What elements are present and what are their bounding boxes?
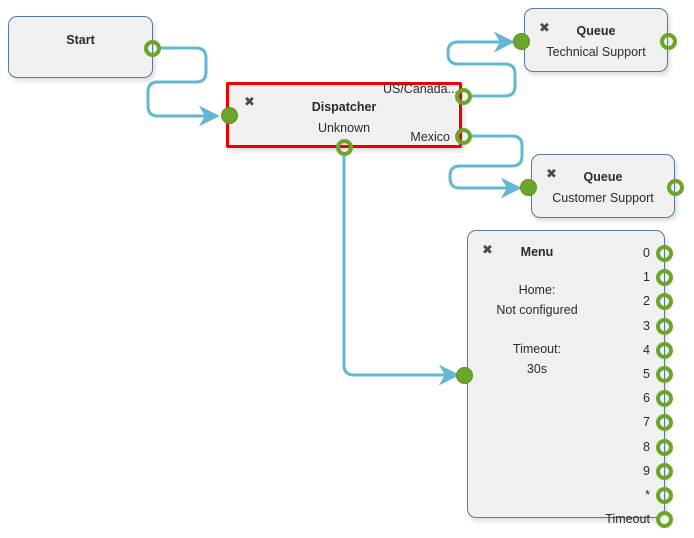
menu-output-port-0[interactable]	[656, 245, 673, 262]
queue-technical-output-port[interactable]	[660, 33, 677, 50]
menu-port-label-8: 8	[643, 439, 650, 454]
node-menu[interactable]: ✖ Menu Home: Not configured Timeout: 30s	[467, 230, 665, 518]
dispatcher-output-port-uscanada[interactable]	[455, 88, 472, 105]
dispatcher-output-port-bottom[interactable]	[336, 139, 353, 156]
menu-port-label-star: *	[645, 488, 650, 502]
menu-output-port-8[interactable]	[656, 438, 673, 456]
menu-port-label-5: 5	[643, 367, 650, 381]
dispatcher-port-label-mexico: Mexico	[410, 130, 450, 144]
dispatcher-close-icon[interactable]: ✖	[244, 95, 255, 110]
menu-output-port-1[interactable]	[656, 269, 673, 287]
start-title: Start	[66, 33, 95, 47]
menu-home-value: Not configured	[496, 303, 578, 317]
dispatcher-title: Dispatcher	[311, 100, 377, 114]
menu-output-port-2[interactable]	[656, 293, 673, 311]
menu-output-port-star[interactable]	[656, 487, 673, 504]
menu-home-label: Home:	[518, 283, 556, 297]
queue-technical-subtitle: Technical Support	[546, 45, 646, 59]
menu-output-port-3[interactable]	[656, 317, 673, 335]
dispatcher-output-port-mexico[interactable]	[455, 128, 472, 145]
menu-port-label-0: 0	[643, 246, 650, 260]
node-dispatcher[interactable]: ✖ Dispatcher Unknown	[226, 82, 462, 148]
menu-port-label-1: 1	[643, 270, 650, 285]
menu-output-port-4[interactable]	[656, 341, 673, 359]
menu-port-label-9: 9	[643, 463, 650, 478]
node-queue-technical-support[interactable]: ✖ Queue Technical Support	[524, 8, 668, 72]
menu-timeout-value: 30s	[526, 362, 548, 376]
menu-close-icon[interactable]: ✖	[482, 243, 493, 258]
dispatcher-subtitle: Unknown	[317, 121, 371, 135]
queue-technical-title: Queue	[576, 24, 616, 38]
queue-customer-close-icon[interactable]: ✖	[546, 167, 557, 182]
menu-port-label-7: 7	[643, 415, 650, 430]
queue-customer-title: Queue	[583, 170, 623, 184]
menu-port-label-4: 4	[643, 342, 650, 357]
menu-port-label-2: 2	[643, 294, 650, 309]
queue-customer-input-port[interactable]	[520, 179, 537, 196]
menu-output-port-6[interactable]	[656, 390, 673, 408]
menu-output-port-timeout[interactable]	[656, 511, 673, 529]
menu-port-label-6: 6	[643, 391, 650, 406]
menu-output-port-9[interactable]	[656, 462, 673, 480]
menu-title: Menu	[520, 245, 554, 259]
menu-port-label-timeout: Timeout	[605, 512, 650, 527]
queue-technical-input-port[interactable]	[513, 33, 530, 50]
dispatcher-port-label-uscanada: US/Canada...	[382, 82, 458, 96]
dispatcher-input-port[interactable]	[221, 107, 238, 124]
queue-customer-subtitle: Customer Support	[552, 191, 654, 205]
queue-customer-output-port[interactable]	[667, 179, 684, 196]
menu-timeout-label: Timeout:	[512, 342, 562, 356]
menu-output-port-7[interactable]	[656, 414, 673, 432]
queue-technical-close-icon[interactable]: ✖	[539, 21, 550, 36]
menu-port-label-3: 3	[643, 318, 650, 333]
menu-output-port-5[interactable]	[656, 366, 673, 383]
wire-dispatcher-to-menu	[342, 156, 460, 386]
node-start[interactable]: Start	[8, 16, 153, 78]
start-output-port[interactable]	[144, 40, 161, 57]
menu-input-port[interactable]	[456, 367, 473, 384]
node-queue-customer-support[interactable]: ✖ Queue Customer Support	[531, 154, 675, 218]
wire-start-to-dispatcher	[146, 46, 220, 127]
